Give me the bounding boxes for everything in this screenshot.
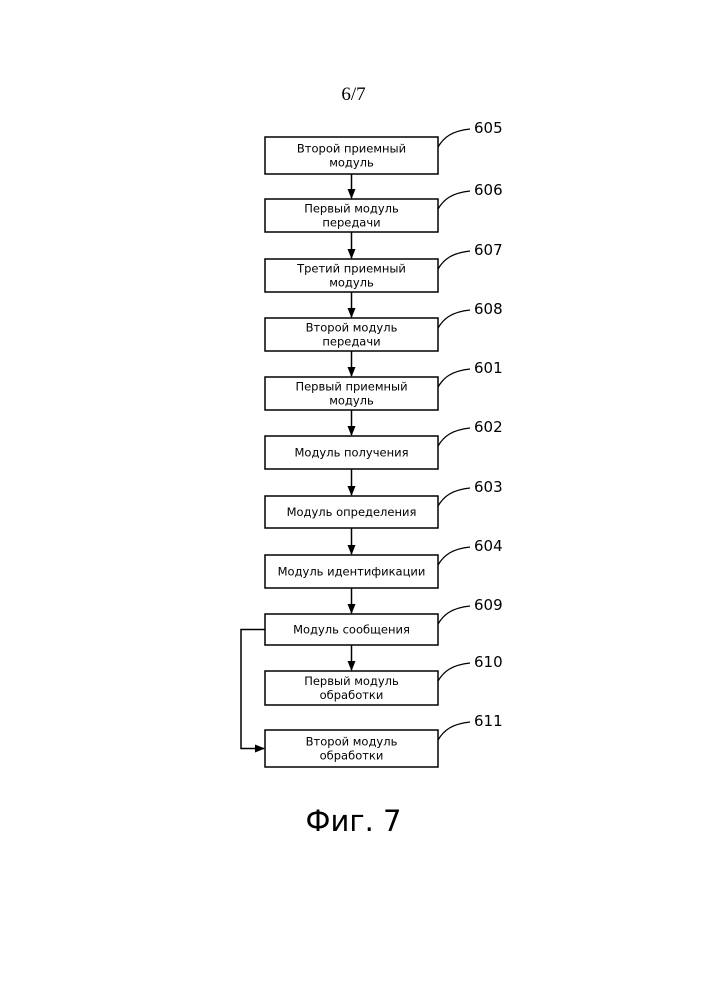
module-block-606: Первый модульпередачи 606 [265, 181, 503, 232]
reference-number: 607 [474, 241, 503, 259]
reference-number: 609 [474, 596, 503, 614]
module-block-605: Второй приемныймодуль 605 [265, 119, 503, 174]
module-blocks: Второй приемныймодуль605Первый модульпер… [265, 119, 503, 767]
module-label: Второй приемный [297, 142, 406, 156]
module-block-607: Третий приемныймодуль 607 [265, 241, 503, 292]
module-label: модуль [329, 276, 374, 290]
reference-leader-line [438, 663, 470, 681]
arrow-609-to-611 [241, 630, 265, 749]
reference-leader-line [438, 547, 470, 565]
reference-leader-line [438, 488, 470, 506]
module-block-609: Модуль сообщения 609 [265, 596, 503, 645]
module-label: модуль [329, 156, 374, 170]
module-label: Модуль сообщения [293, 623, 410, 637]
module-label: Второй модуль [306, 735, 398, 749]
module-label: передачи [322, 335, 380, 349]
module-label: Модуль идентификации [278, 565, 426, 579]
module-label: модуль [329, 394, 374, 408]
reference-number: 606 [474, 181, 503, 199]
reference-leader-line [438, 310, 470, 328]
module-block-611: Второй модульобработки 611 [265, 712, 503, 767]
reference-number: 603 [474, 478, 503, 496]
module-block-604: Модуль идентификации 604 [265, 537, 503, 588]
module-label: Второй модуль [306, 321, 398, 335]
module-label: Третий приемный [296, 262, 406, 276]
reference-number: 605 [474, 119, 503, 137]
module-label: обработки [320, 749, 384, 763]
module-block-602: Модуль получения 602 [265, 418, 503, 469]
module-label: Модуль получения [295, 446, 409, 460]
module-label: Модуль определения [287, 505, 417, 519]
reference-leader-line [438, 722, 470, 740]
module-label: передачи [322, 216, 380, 230]
module-label: Первый приемный [295, 380, 407, 394]
reference-leader-line [438, 606, 470, 624]
module-block-608: Второй модульпередачи 608 [265, 300, 503, 351]
reference-number: 608 [474, 300, 503, 318]
module-label: Первый модуль [304, 674, 399, 688]
reference-leader-line [438, 428, 470, 446]
module-label: Первый модуль [304, 202, 399, 216]
module-block-603: Модуль определения 603 [265, 478, 503, 528]
reference-leader-line [438, 369, 470, 387]
reference-number: 610 [474, 653, 503, 671]
module-block-601: Первый приемныймодуль 601 [265, 359, 503, 410]
figure-caption: Фиг. 7 [0, 804, 707, 838]
reference-leader-line [438, 191, 470, 209]
reference-number: 604 [474, 537, 503, 555]
reference-number: 601 [474, 359, 503, 377]
module-block-610: Первый модульобработки 610 [265, 653, 503, 705]
reference-number: 611 [474, 712, 503, 730]
reference-leader-line [438, 251, 470, 269]
reference-number: 602 [474, 418, 503, 436]
reference-leader-line [438, 129, 470, 147]
module-label: обработки [320, 688, 384, 702]
